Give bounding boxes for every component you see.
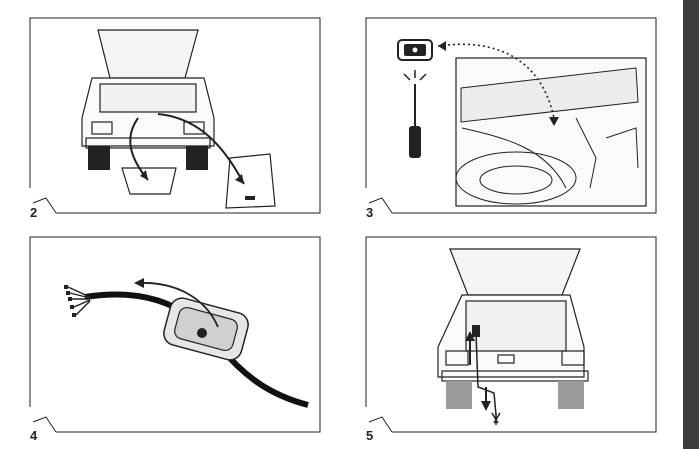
car-rear-illustration	[81, 29, 215, 149]
step-number: 4	[30, 428, 38, 443]
step-number: 5	[366, 428, 374, 443]
step-number: 2	[30, 205, 38, 220]
wire-bundle	[67, 286, 91, 316]
screwdriver-icon	[409, 84, 421, 158]
step-3-illustration	[365, 17, 657, 214]
step-5-panel: 5	[365, 236, 662, 443]
step-4-illustration	[29, 236, 321, 433]
grommet-seal	[163, 297, 249, 361]
page-edge-bar	[683, 0, 699, 449]
step-2-illustration	[29, 17, 321, 214]
step-3-panel: 3	[365, 17, 662, 220]
step-2-panel: 2	[29, 17, 326, 220]
step-5-illustration	[365, 236, 657, 433]
step-number: 3	[366, 205, 374, 220]
switch-part-icon	[397, 39, 433, 61]
step-4-panel: 4	[29, 236, 326, 443]
car-rear-illustration	[437, 248, 589, 382]
